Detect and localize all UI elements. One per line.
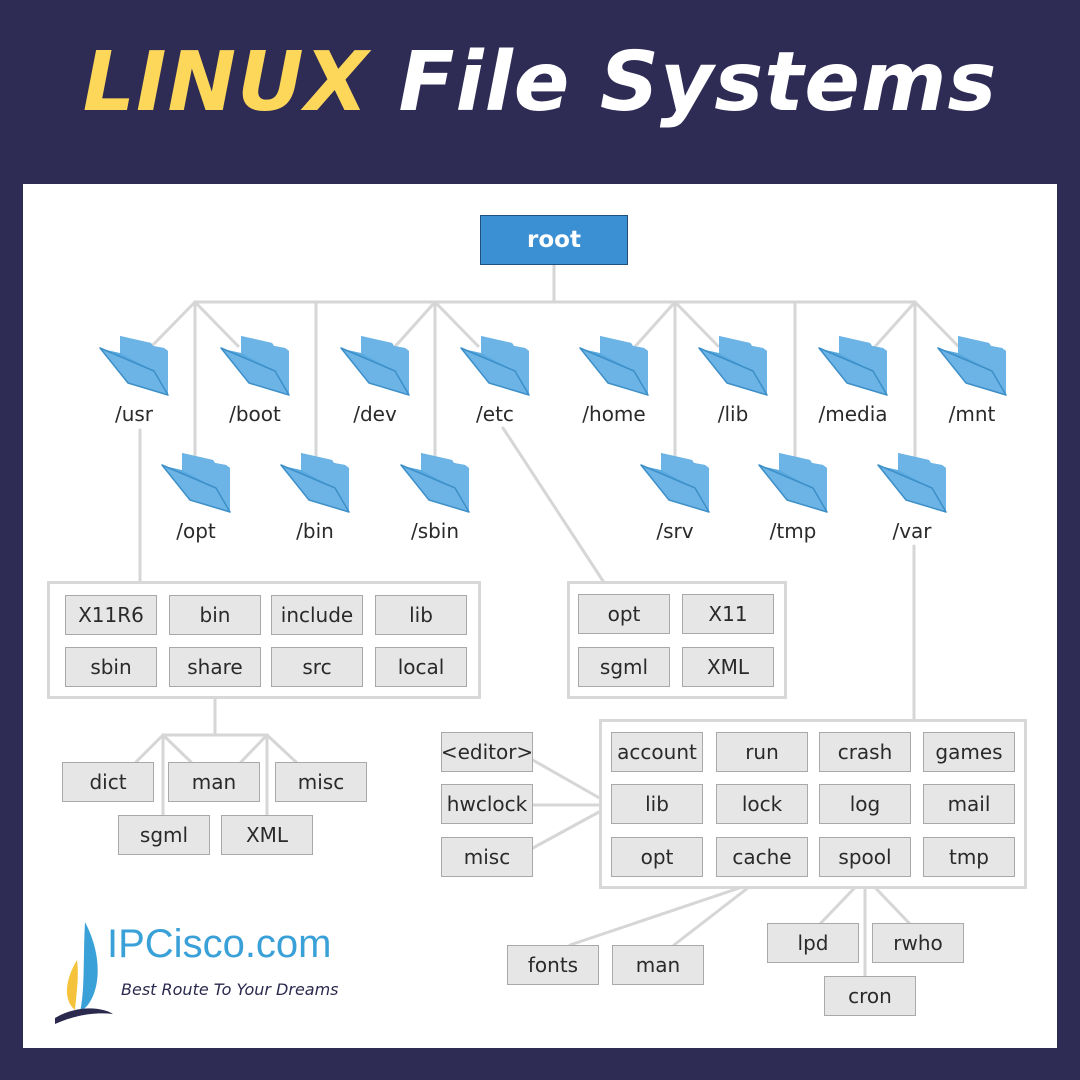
logo-tagline: Best Route To Your Dreams [121,980,339,999]
usr-dir-cell[interactable]: share [169,647,261,687]
share-child-cell[interactable]: sgml [118,815,210,855]
var-dir-cell[interactable]: crash [819,732,911,772]
title-linux: LINUX [82,35,369,130]
root-node[interactable]: root [480,215,628,265]
etc-dir-cell[interactable]: X11 [682,594,774,634]
var-dir-cell[interactable]: cache [716,837,808,877]
line-dict [134,733,165,764]
folder-boot-icon[interactable] [219,333,291,397]
var-dir-cell[interactable]: opt [611,837,703,877]
line-misc [265,733,298,764]
folder-label-etc[interactable]: /etc [476,402,514,426]
spool-child-cell[interactable]: cron [824,976,916,1016]
title-file-systems: File Systems [398,35,998,130]
folder-label-usr[interactable]: /usr [114,402,154,426]
line-mnt [913,300,960,348]
line-editor [529,757,612,806]
folder-dev-icon[interactable] [339,333,411,397]
var-lib-child-cell[interactable]: misc [441,837,533,877]
usr-dir-cell[interactable]: bin [169,595,261,635]
folder-tmp-icon[interactable] [757,450,829,514]
folder-label-sbin[interactable]: /sbin [410,519,460,543]
share-child-cell[interactable]: dict [62,762,154,802]
folder-usr-icon[interactable] [98,333,170,397]
var-dir-cell[interactable]: games [923,732,1015,772]
var-lib-child-cell[interactable]: hwclock [441,784,533,824]
usr-dir-cell[interactable]: src [271,647,363,687]
folder-label-tmp[interactable]: /tmp [769,519,817,543]
folder-label-boot[interactable]: /boot [229,402,281,426]
line-dev [390,300,437,352]
spool-child-cell[interactable]: lpd [767,923,859,963]
var-dir-cell[interactable]: run [716,732,808,772]
cache-child-cell[interactable]: man [612,945,704,985]
folder-label-bin[interactable]: /bin [296,519,334,543]
cache-child-cell[interactable]: fonts [507,945,599,985]
folder-home-icon[interactable] [578,333,650,397]
folder-sbin-icon[interactable] [399,450,471,514]
logo-brand: IPCisco.com [107,922,332,966]
usr-dir-cell[interactable]: lib [375,595,467,635]
usr-dir-cell[interactable]: sbin [65,647,157,687]
folder-var-icon[interactable] [876,450,948,514]
folder-media-icon[interactable] [817,333,889,397]
folder-label-lib[interactable]: /lib [717,402,749,426]
var-dir-cell[interactable]: mail [923,784,1015,824]
etc-dir-cell[interactable]: XML [682,647,774,687]
var-dir-cell[interactable]: spool [819,837,911,877]
folder-etc-icon[interactable] [459,333,531,397]
var-dir-cell[interactable]: tmp [923,837,1015,877]
line-boot [193,300,240,348]
usr-dir-cell[interactable]: local [375,647,467,687]
folder-srv-icon[interactable] [639,450,711,514]
usr-dir-cell[interactable]: include [271,595,363,635]
line-home [630,300,677,352]
var-dir-cell[interactable]: account [611,732,703,772]
share-child-cell[interactable]: XML [221,815,313,855]
folder-label-home[interactable]: /home [582,402,646,426]
var-lib-child-cell[interactable]: <editor> [441,732,533,772]
var-dir-cell[interactable]: log [819,784,911,824]
share-child-cell[interactable]: man [168,762,260,802]
line-etc-group [501,426,605,583]
folder-lib-icon[interactable] [697,333,769,397]
line-usr [146,300,197,352]
ipcisco-logo-icon [55,922,113,1024]
var-dir-cell[interactable]: lock [716,784,808,824]
line-lib-misc [529,804,612,851]
etc-dir-cell[interactable]: opt [578,594,670,634]
var-dir-cell[interactable]: lib [611,784,703,824]
etc-dir-cell[interactable]: sgml [578,647,670,687]
folder-label-var[interactable]: /var [892,519,932,543]
line-man-a [161,733,193,764]
folder-label-opt[interactable]: /opt [176,519,216,543]
folder-label-media[interactable]: /media [818,402,888,426]
folder-label-mnt[interactable]: /mnt [948,402,996,426]
spool-child-cell[interactable]: rwho [872,923,964,963]
folder-label-dev[interactable]: /dev [353,402,397,426]
folder-label-srv[interactable]: /srv [656,519,694,543]
line-media [870,300,917,352]
line-lib [673,300,720,348]
line-man-b [239,733,269,764]
line-etc [433,300,480,348]
share-child-cell[interactable]: misc [275,762,367,802]
usr-dir-cell[interactable]: X11R6 [65,595,157,635]
folder-opt-icon[interactable] [160,450,232,514]
folder-bin-icon[interactable] [279,450,351,514]
page-title: LINUX File Systems [0,28,1080,138]
folder-mnt-icon[interactable] [936,333,1008,397]
